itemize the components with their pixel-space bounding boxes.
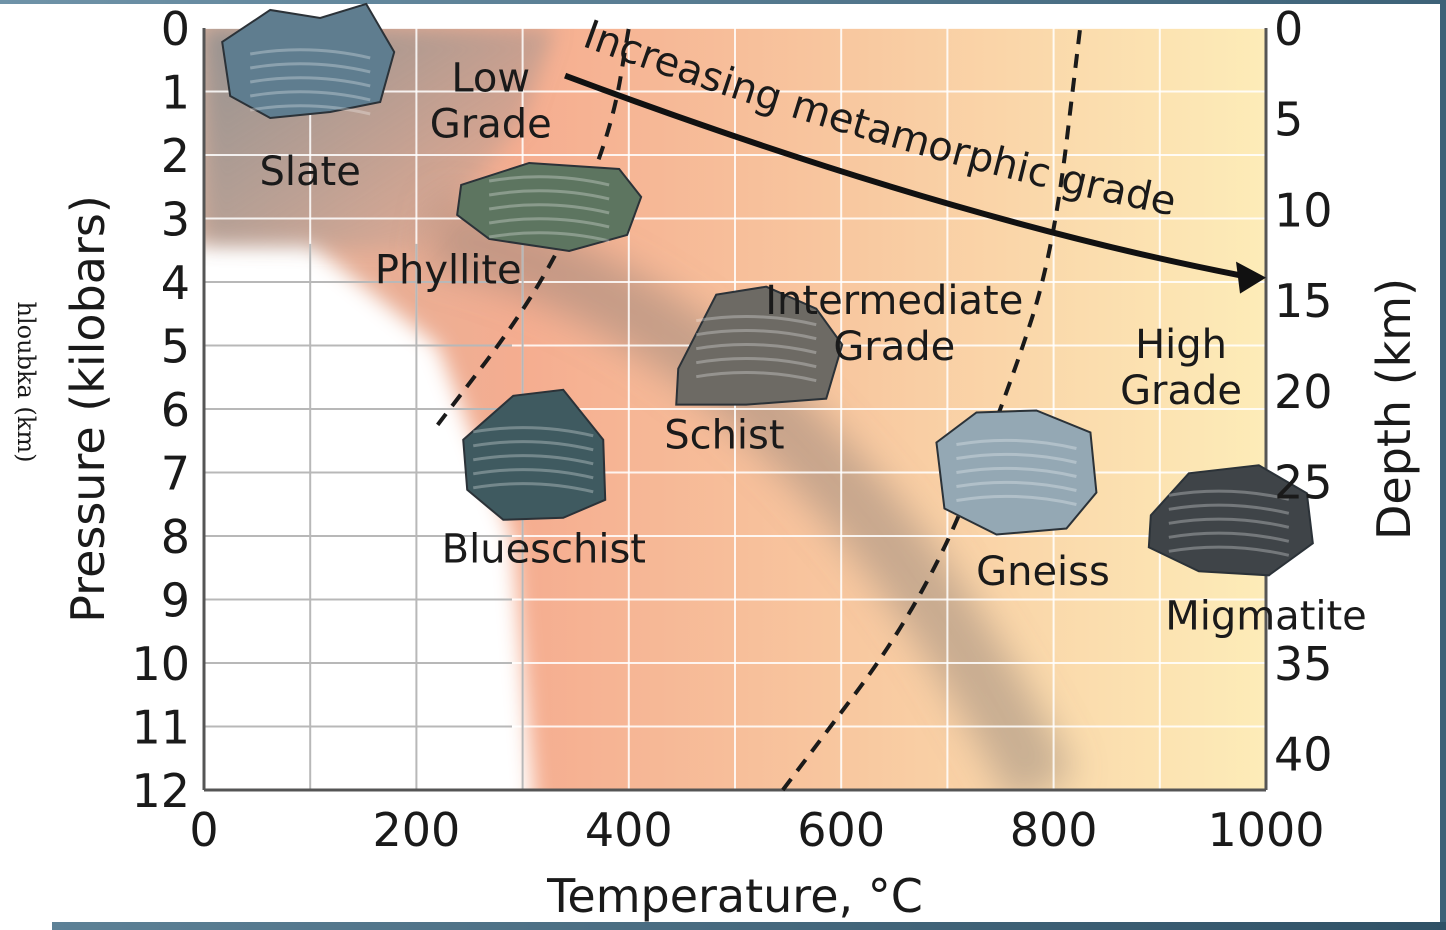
grade-boundary-line: [436, 27, 631, 427]
y-tick-label: 12: [131, 764, 190, 818]
rock-texture-stripe: [249, 48, 371, 60]
rock-texture-stripe: [472, 468, 594, 480]
y2-tick-label: 15: [1274, 274, 1333, 328]
rock-texture-stripe: [249, 104, 371, 116]
x-tick-label: 600: [797, 803, 885, 857]
rock-label-schist: Schist: [664, 412, 784, 458]
y-tick-label: 10: [131, 637, 190, 691]
rock-texture-stripe: [249, 76, 371, 88]
rock-texture-stripe: [695, 343, 817, 355]
x-axis-title: Temperature, °C: [546, 869, 923, 923]
rock-label-blueschist: Blueschist: [442, 527, 646, 573]
rock-specimen-phyllite: [456, 161, 643, 252]
y-tick-label: 5: [161, 320, 190, 374]
rock-specimen-migmatite: [1147, 464, 1314, 577]
rock-texture-stripe: [249, 90, 371, 102]
bottom-frame-bar: [52, 922, 1446, 930]
x-tick-label: 800: [1010, 803, 1098, 857]
rock-texture-stripe: [249, 62, 371, 74]
y2-tick-label: 0: [1274, 2, 1303, 56]
rock-specimen-schist: [675, 285, 844, 406]
x-tick-label: 0: [189, 803, 218, 857]
rock-texture-stripe: [488, 217, 610, 229]
trend-arrow-line: [564, 72, 1243, 279]
plot-background: [204, 28, 1266, 790]
rock-texture-stripe: [956, 494, 1077, 506]
x-tick-label: 400: [585, 803, 673, 857]
x-tick-label: 1000: [1207, 803, 1324, 857]
rock-texture-stripe: [695, 315, 817, 327]
y-tick-label: 11: [131, 701, 190, 755]
rock-texture-stripe: [956, 466, 1077, 478]
rock-texture-stripe: [695, 329, 817, 341]
rock-texture-stripe: [488, 175, 610, 187]
y2-tick-label: 40: [1274, 728, 1333, 782]
grid-lines: [204, 28, 1266, 790]
trend-arrow-head: [1236, 261, 1266, 294]
rock-texture-stripe: [956, 480, 1077, 492]
rock-specimen-blueschist: [462, 388, 607, 521]
rock-texture-stripe: [1168, 517, 1290, 529]
rock-texture-stripe: [1168, 531, 1290, 543]
right-frame-bar: [1440, 0, 1446, 930]
y-tick-label: 9: [161, 574, 190, 628]
top-frame-bar: [0, 0, 1446, 4]
x-tick-label: 200: [372, 803, 460, 857]
side-note: hloubka (km): [12, 302, 40, 463]
shadow-band: [424, 197, 1075, 790]
rock-texture-stripe: [472, 440, 594, 452]
y-axis-title: Pressure (kilobars): [61, 195, 115, 623]
y2-tick-label: 20: [1274, 365, 1333, 419]
rock-texture-stripe: [488, 189, 610, 201]
y2-tick-label: 35: [1274, 637, 1333, 691]
grade-boundaries: [436, 27, 1083, 792]
y-tick-label: 8: [161, 510, 190, 564]
y2-axis-title: Depth (km): [1367, 278, 1421, 540]
no-metamorphism-region: [204, 243, 534, 790]
rock-texture-stripe: [488, 231, 610, 243]
rock-texture-stripe: [1168, 503, 1290, 515]
rock-label-slate: Slate: [260, 149, 361, 195]
rock-texture-stripe: [695, 357, 817, 369]
y2-tick-label: 10: [1274, 183, 1333, 237]
rock-texture-stripe: [1168, 489, 1290, 501]
y-tick-label: 3: [161, 193, 190, 247]
rock-specimen-slate: [221, 2, 396, 120]
rock-texture-stripe: [695, 371, 817, 383]
rock-texture-stripe: [472, 482, 594, 494]
y-tick-label: 2: [161, 129, 190, 183]
rock-texture-stripe: [956, 438, 1077, 450]
rock-texture-stripe: [488, 203, 610, 215]
rock-texture-stripe: [472, 454, 594, 466]
rock-specimen-gneiss: [935, 409, 1098, 536]
rock-texture-stripe: [1168, 545, 1290, 557]
y-tick-label: 6: [161, 383, 190, 437]
rock-label-gneiss: Gneiss: [976, 549, 1110, 595]
y-tick-label: 4: [161, 256, 190, 310]
y-tick-label: 1: [161, 66, 190, 120]
y2-tick-label: 5: [1274, 93, 1303, 147]
rock-label-migmatite: Migmatite: [1165, 593, 1367, 639]
rock-label-phyllite: Phyllite: [375, 247, 522, 293]
y-tick-label: 7: [161, 447, 190, 501]
rock-texture-stripe: [956, 452, 1077, 464]
y-tick-label: 0: [161, 2, 190, 56]
y2-tick-label: 25: [1274, 456, 1333, 510]
rock-texture-stripe: [472, 426, 594, 438]
